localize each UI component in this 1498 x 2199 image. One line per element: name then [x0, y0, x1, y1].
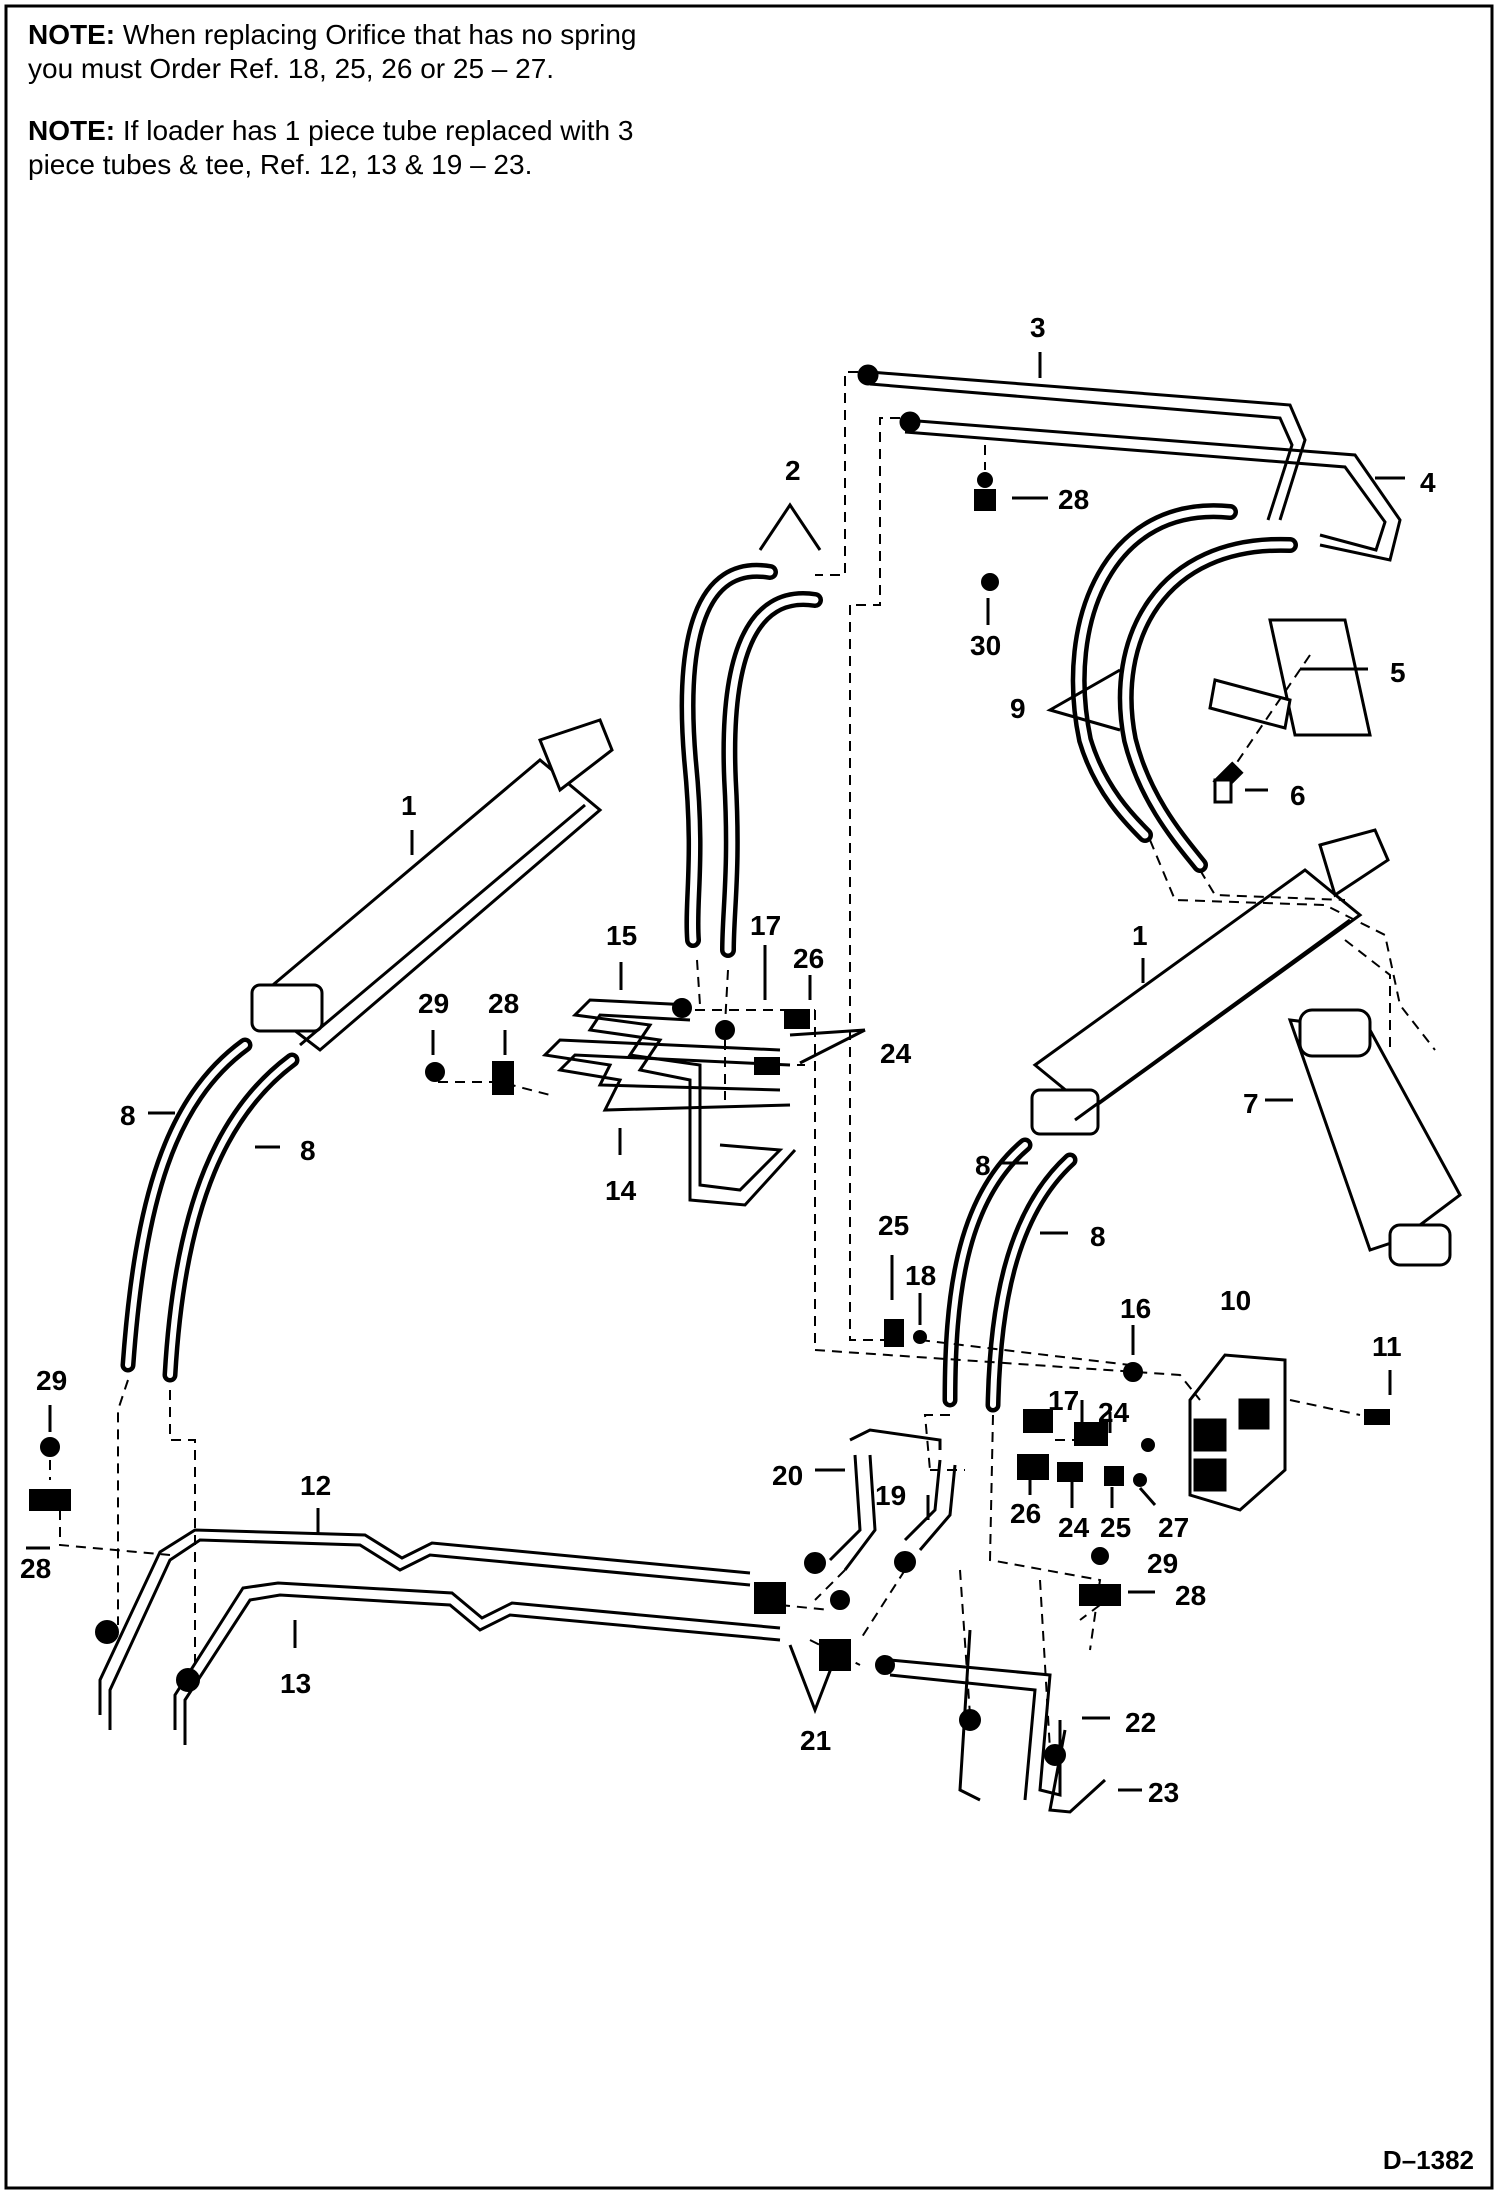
lift-cylinder-right — [1030, 828, 1390, 1136]
note-label: NOTE: — [28, 19, 116, 50]
tubes-14-15 — [541, 998, 797, 1207]
callout-28-c: 28 — [20, 1553, 51, 1584]
page-border — [4, 4, 1494, 2190]
callout-26-a: 26 — [793, 943, 824, 974]
callout-1-right: 1 — [1132, 920, 1148, 951]
callout-12: 12 — [300, 1470, 331, 1501]
callout-9: 9 — [1010, 693, 1026, 724]
tilt-cylinder — [1287, 1008, 1462, 1267]
tubes-19-20-22-23 — [828, 1428, 1107, 1814]
control-valve — [1188, 1353, 1287, 1512]
callout-2: 2 — [785, 455, 801, 486]
callout-7: 7 — [1243, 1088, 1259, 1119]
callout-29-a: 29 — [418, 988, 449, 1019]
note-orifice: NOTE: When replacing Orifice that has no… — [28, 18, 648, 86]
callout-22: 22 — [1125, 1707, 1156, 1738]
callout-28-a: 28 — [1058, 484, 1089, 515]
callout-11: 11 — [1372, 1331, 1402, 1362]
tube-12 — [98, 1528, 751, 1730]
callout-19: 19 — [875, 1480, 906, 1511]
callout-17-b: 17 — [1048, 1385, 1079, 1416]
callout-1-left: 1 — [401, 790, 417, 821]
hoses-2-inner — [684, 567, 819, 954]
lift-cylinder-left — [250, 718, 614, 1052]
callout-25-b: 25 — [1100, 1512, 1131, 1543]
callout-26-b: 26 — [1010, 1498, 1041, 1529]
callout-5: 5 — [1390, 657, 1406, 688]
hoses-9-inner — [1075, 507, 1294, 869]
callout-14: 14 — [605, 1175, 637, 1206]
callout-20: 20 — [772, 1460, 803, 1491]
callout-8-c: 8 — [975, 1150, 991, 1181]
callout-29-b: 29 — [36, 1365, 67, 1396]
callout-6: 6 — [1290, 780, 1306, 811]
note-text: When replacing Orifice that has no sprin… — [28, 19, 637, 84]
callout-24-a: 24 — [880, 1038, 912, 1069]
callout-29-c: 29 — [1147, 1548, 1178, 1579]
callout-17-a: 17 — [750, 910, 781, 941]
callout-15: 15 — [606, 920, 637, 951]
callout-13: 13 — [280, 1668, 311, 1699]
callout-8-b: 8 — [300, 1135, 316, 1166]
callout-4: 4 — [1420, 467, 1436, 498]
document-code: D–1382 — [1382, 2145, 1474, 2175]
note-label: NOTE: — [28, 115, 116, 146]
callout-27: 27 — [1158, 1512, 1189, 1543]
tubes-3-4 — [857, 364, 1402, 562]
note-text: If loader has 1 piece tube replaced with… — [28, 115, 634, 180]
callout-30: 30 — [970, 630, 1001, 661]
note-tubes: NOTE: If loader has 1 piece tube replace… — [28, 114, 648, 182]
fittings — [29, 472, 1390, 1766]
callout-25-a: 25 — [878, 1210, 909, 1241]
callout-21: 21 — [800, 1725, 831, 1756]
hoses-8-right-inner — [947, 1142, 1073, 1408]
callout-28-d: 28 — [1175, 1580, 1206, 1611]
callout-24-c: 24 — [1058, 1512, 1090, 1543]
callout-28-b: 28 — [488, 988, 519, 1019]
tube-13 — [173, 1581, 781, 1745]
dashed-leaders — [49, 371, 1436, 1751]
callout-23: 23 — [1148, 1777, 1179, 1808]
callout-10: 10 — [1220, 1285, 1251, 1316]
callout-24-b: 24 — [1098, 1397, 1130, 1428]
callout-18: 18 — [905, 1260, 936, 1291]
mounting-plate — [1208, 618, 1372, 804]
callout-leaders — [26, 352, 1405, 1792]
callout-3: 3 — [1030, 312, 1046, 343]
callout-8-d: 8 — [1090, 1221, 1106, 1252]
callout-16: 16 — [1120, 1293, 1151, 1324]
callout-8-a: 8 — [120, 1100, 136, 1131]
hoses-8-left-inner — [125, 1042, 295, 1378]
